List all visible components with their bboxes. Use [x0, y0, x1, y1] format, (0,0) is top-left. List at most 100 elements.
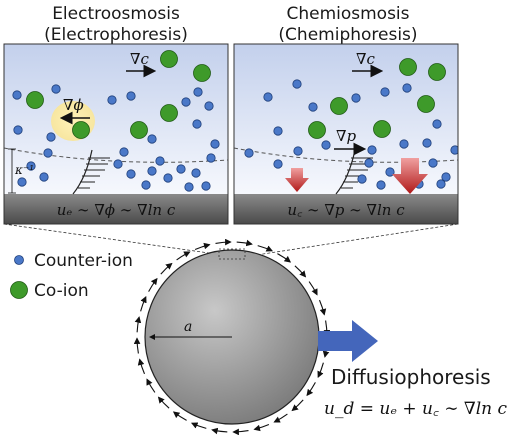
small-pressure-arrow [285, 168, 309, 192]
surface-flow-arrow [157, 396, 170, 409]
radius-label: a [184, 319, 192, 335]
left-equation: uₑ ∼ ∇ϕ ∼ ∇ln c [57, 201, 176, 219]
surface-flow-arrow [160, 262, 173, 275]
left-ions [12, 50, 220, 192]
counter-ion [107, 95, 117, 105]
counter-ion [13, 125, 23, 135]
right-grad-c-label: ∇c [356, 50, 375, 68]
counter-ion [17, 177, 27, 187]
counter-ion [402, 83, 412, 93]
surface-flow-arrow [277, 253, 292, 263]
counter-ion [119, 147, 129, 157]
co-ion-legend-marker [10, 281, 28, 299]
surface-flow-arrow [134, 316, 142, 333]
legend: Counter-ion Co-ion [10, 251, 133, 301]
co-ion [417, 95, 435, 113]
co-ion [26, 91, 44, 109]
surface-flow-arrow [318, 299, 327, 316]
co-ion [373, 120, 391, 138]
counter-ion [321, 140, 331, 150]
surface-flow-arrow [273, 413, 288, 423]
co-ion [72, 121, 90, 139]
counter-ion [376, 180, 386, 190]
right-title-line2: (Chemiphoresis) [278, 25, 417, 45]
co-ion [160, 50, 178, 68]
counter-ion-legend-marker [14, 255, 24, 265]
counter-ion [399, 139, 409, 149]
counter-ion [441, 172, 451, 182]
counter-ion [263, 92, 273, 102]
colloidal-particle: a [133, 238, 331, 436]
counter-ion [450, 145, 458, 155]
counter-ion [244, 148, 254, 158]
counter-ion [201, 181, 211, 191]
counter-ion [273, 126, 283, 136]
surface-flow-arrow [194, 242, 211, 251]
grad-p-label: ∇p [336, 127, 356, 145]
zoom-line-right [249, 223, 459, 257]
surface-flow-arrow [215, 238, 232, 246]
surface-flow-arrow [148, 277, 158, 292]
counter-ion [43, 148, 53, 158]
co-ion [399, 58, 417, 76]
surface-flow-arrow [176, 251, 191, 261]
counter-ion [422, 138, 432, 148]
counter-ion [39, 172, 49, 182]
counter-ion [191, 168, 201, 178]
surface-flow-arrow [294, 265, 307, 278]
grad-phi-label: ∇ϕ [63, 96, 84, 114]
left-wall [4, 194, 228, 224]
counter-ion [357, 174, 367, 184]
right-ions [244, 58, 458, 190]
counter-ion [292, 79, 302, 89]
diffusiophoresis-label: Diffusiophoresis [331, 365, 491, 389]
counter-ion [273, 159, 283, 169]
surface-flow-arrow [133, 337, 141, 354]
counter-ion [206, 153, 216, 163]
surface-flow-arrow [236, 239, 253, 247]
co-ion [330, 97, 348, 115]
left-title-line2: (Electrophoresis) [44, 25, 188, 45]
flow-profile [72, 149, 110, 195]
zoom-region-box [218, 248, 246, 260]
counter-ion [141, 180, 151, 190]
counter-ion [126, 91, 136, 101]
zoom-line-left [3, 223, 231, 257]
surface-flow-arrow [140, 295, 147, 312]
counter-ion [192, 119, 202, 129]
counter-ion [12, 90, 22, 100]
diffusiophoresis-equation: u_d = uₑ + u꜀ ∼ ∇ln c [324, 399, 508, 419]
right-wall [234, 194, 458, 224]
surface-flow-arrow [253, 423, 270, 432]
counter-ion [351, 93, 361, 103]
counter-ion [210, 139, 220, 149]
counter-ion [193, 87, 203, 97]
counter-ion [428, 158, 438, 168]
counter-ion [26, 161, 36, 171]
counter-ion [51, 84, 61, 94]
counter-ion [147, 166, 157, 176]
right-equation: u꜀ ∼ ∇p ∼ ∇ln c [287, 201, 405, 219]
counter-ion [126, 169, 136, 179]
counter-ion [147, 134, 157, 144]
surface-flow-arrow [211, 427, 228, 435]
surface-flow-arrow [257, 245, 274, 252]
counter-ion [432, 119, 442, 129]
surface-flow-arrows [133, 238, 331, 436]
co-ion [130, 121, 148, 139]
debye-length-label: κ⁻¹ [14, 163, 34, 177]
counter-ion [364, 158, 374, 168]
large-pressure-arrow [392, 158, 428, 194]
counter-ion [181, 97, 191, 107]
counter-ion [176, 164, 186, 174]
surface-flow-arrow [317, 362, 324, 379]
surface-flow-arrow [308, 281, 318, 296]
chemiosmosis-panel [234, 44, 458, 224]
co-ion [160, 104, 178, 122]
co-ion-legend-label: Co-ion [34, 281, 89, 301]
surface-flow-arrow [306, 382, 316, 397]
propulsion-arrow [318, 320, 378, 362]
left-grad-c-label: ∇c [130, 50, 149, 68]
surface-flow-arrow [291, 399, 304, 412]
